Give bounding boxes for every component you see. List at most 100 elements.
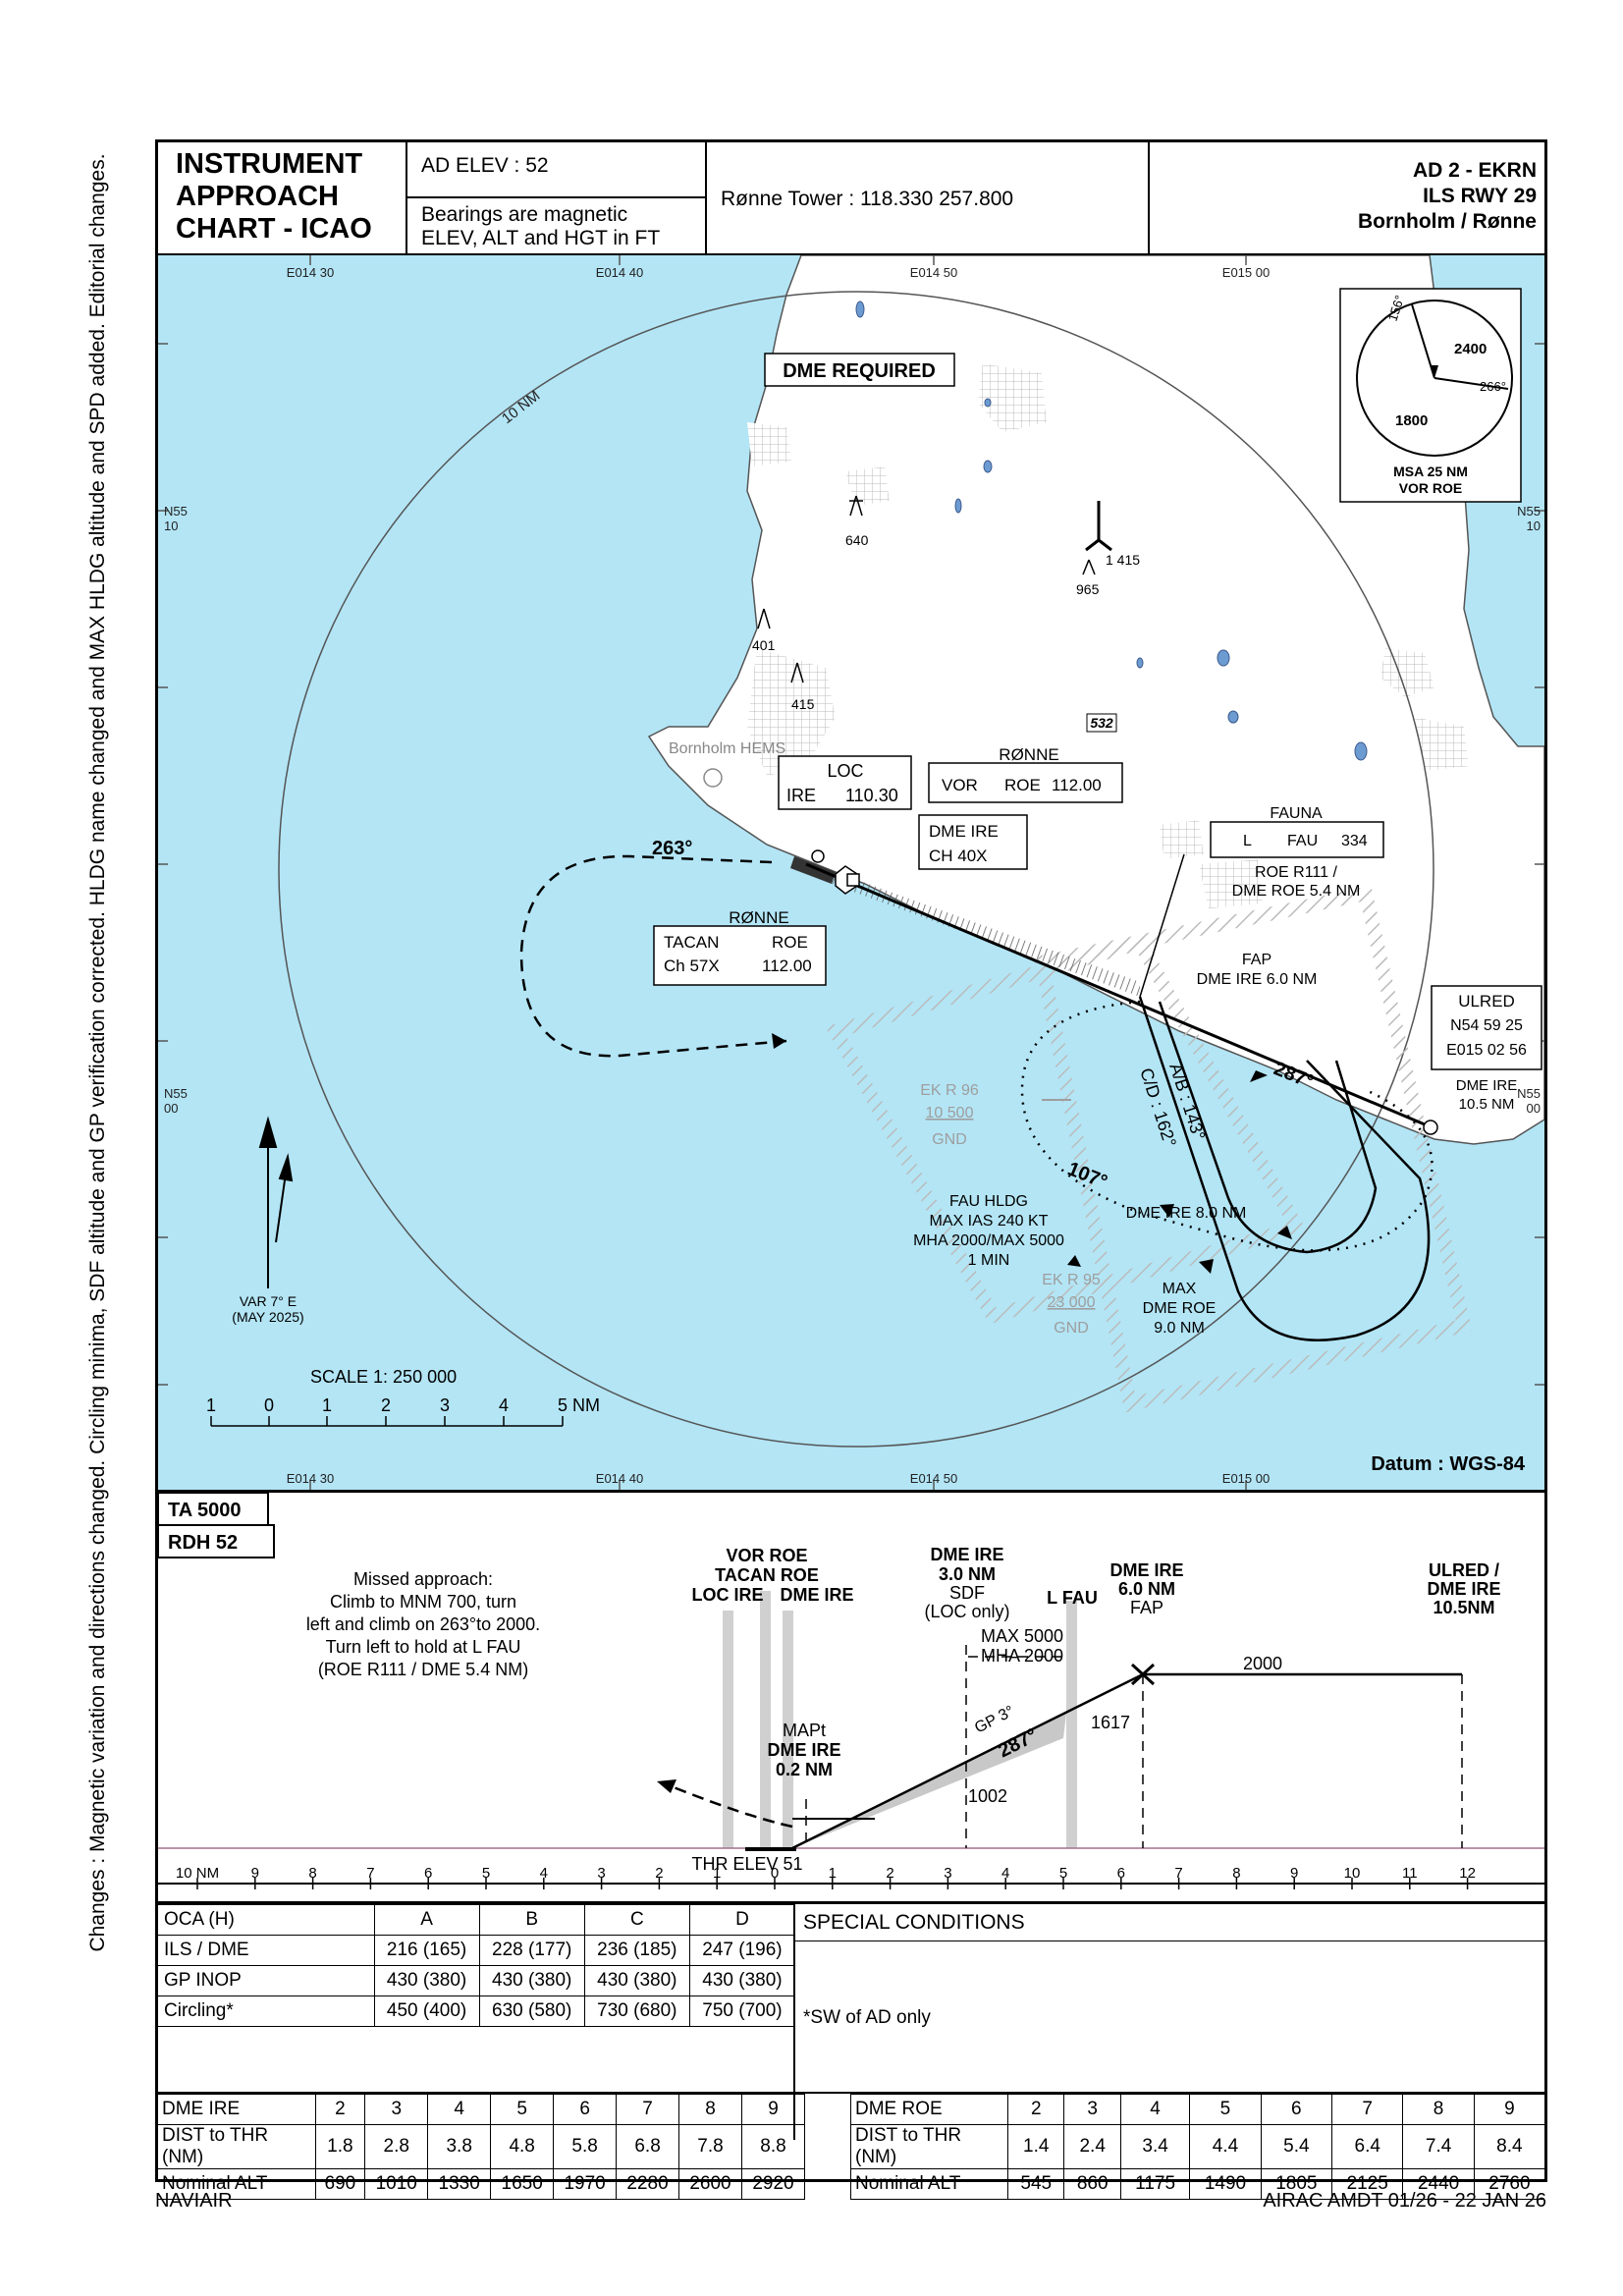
- dme-cell: 4.4: [1189, 2124, 1262, 2169]
- fauna-fix2: DME ROE 5.4 NM: [1232, 883, 1361, 900]
- axis-tick-label: 2: [886, 1865, 893, 1882]
- header: INSTRUMENT APPROACH CHART - ICAO AD ELEV…: [158, 142, 1544, 255]
- var-line2: (MAY 2025): [232, 1309, 303, 1325]
- ulred-lon: E015 02 56: [1446, 1042, 1527, 1059]
- axis-tick-label: 4: [540, 1865, 548, 1882]
- title-line-2: APPROACH: [176, 181, 339, 212]
- loc-freq: 110.30: [845, 786, 898, 805]
- max-roe-line1: MAX: [1163, 1281, 1197, 1297]
- dme-cell: 9: [1473, 2094, 1544, 2125]
- ekr96-name: EK R 96: [920, 1082, 979, 1099]
- dme-cell: 2: [314, 2094, 366, 2125]
- max-roe-text: MAX DME ROE 9.0 NM: [1143, 1281, 1217, 1337]
- town-hasle: [747, 422, 791, 466]
- minima-cell: 430 (380): [478, 1965, 585, 1996]
- dme-cell: 7.8: [678, 2124, 742, 2169]
- ekr96-label: EK R 96 10 500 GND: [920, 1082, 979, 1148]
- datum: Datum : WGS-84: [1371, 1453, 1526, 1475]
- fix-dashes: [805, 1645, 1463, 1848]
- fauna-fix1: ROE R111 /: [1255, 864, 1337, 881]
- aerodrome-cell: AD 2 - EKRN ILS RWY 29 Bornholm / Rønne: [1150, 142, 1537, 269]
- minima-cell: 730 (680): [583, 1995, 690, 2027]
- loc-box: LOC IRE 110.30: [778, 755, 912, 810]
- alt-1617: 1617: [1091, 1713, 1130, 1732]
- tower-cell: Rønne Tower : 118.330 257.800: [707, 142, 1150, 253]
- table-row: ILS / DME 216 (165) 228 (177) 236 (185) …: [158, 1935, 796, 1966]
- ulred-lat: N54 59 25: [1450, 1017, 1523, 1034]
- footer-amendment: AIRAC AMDT 01/26 - 22 JAN 26: [1263, 2190, 1546, 2212]
- obstacle-640: 640: [845, 532, 869, 548]
- scale-tick-1: 1: [206, 1395, 216, 1415]
- dme-ire-line1: DME IRE: [929, 822, 999, 841]
- missed-profile-arrow: [657, 1779, 676, 1793]
- obstacle-965: 965: [1076, 581, 1100, 597]
- dme-cell: 8.4: [1473, 2124, 1544, 2169]
- dme-cell: 1805: [1260, 2168, 1333, 2200]
- axis-tick-label: 3: [597, 1865, 605, 1882]
- missed-line4: Turn left to hold at L FAU: [326, 1637, 521, 1657]
- minima-head-1: A: [373, 1904, 480, 1936]
- minima-head-2: B: [478, 1904, 585, 1936]
- dme-cell: 1.8: [314, 2124, 366, 2169]
- scale-tick-6: 4: [499, 1395, 509, 1415]
- grid-bottom-1: E014 30: [287, 1471, 334, 1486]
- sdf-line3: SDF: [949, 1583, 985, 1603]
- lat-left-1b: 10: [164, 519, 178, 533]
- town-aakirkeby: [1199, 859, 1263, 908]
- fap-line1: DME IRE: [1109, 1560, 1183, 1580]
- minima-head-3: C: [583, 1904, 690, 1936]
- hold-line2: MAX IAS 240 KT: [930, 1213, 1049, 1230]
- missed-line5: (ROE R111 / DME 5.4 NM): [318, 1660, 528, 1679]
- axis-tick-label: 8: [1232, 1865, 1240, 1882]
- minima-header-row: OCA (H) A B C D: [158, 1904, 796, 1936]
- axis-tick-label: 1: [829, 1865, 837, 1882]
- dme-cell: 4.8: [490, 2124, 555, 2169]
- dme-cell: 4: [427, 2094, 492, 2125]
- axis-tick-label: 6: [424, 1865, 432, 1882]
- aerodrome-name: Bornholm / Rønne: [1358, 210, 1537, 233]
- dme-cell: 1.4: [1006, 2124, 1065, 2169]
- title-line-1: INSTRUMENT: [176, 148, 363, 180]
- obstacles: [757, 495, 1117, 733]
- axis-tick-label: 7: [1174, 1865, 1182, 1882]
- lat-right-1b: 10: [1527, 519, 1541, 533]
- ta-label: TA 5000: [168, 1500, 241, 1521]
- dme-cell: 2760: [1473, 2168, 1544, 2200]
- minima-cell: 430 (380): [688, 1965, 796, 1996]
- mha-2000: MHA 2000: [981, 1646, 1063, 1666]
- loc-ire-label: LOC IRE: [691, 1585, 763, 1605]
- fap-cross: [1130, 1663, 1156, 1686]
- dme-roe-head: DME ROE: [850, 2094, 1008, 2125]
- gp-label: GP 3°: [972, 1703, 1017, 1736]
- dme-cell: 2280: [616, 2168, 680, 2200]
- lat-right-2b: 00: [1527, 1101, 1541, 1116]
- minima-cell: 236 (185): [583, 1935, 690, 1966]
- max-5000: MAX 5000: [981, 1626, 1063, 1646]
- axis-tick-label: 11: [1402, 1865, 1418, 1882]
- hold-outbound: [1138, 996, 1431, 1341]
- scale-tick-5: 3: [440, 1395, 450, 1415]
- fauna-ident: FAU: [1287, 833, 1318, 849]
- msa-alt-north: 2400: [1454, 341, 1487, 357]
- special-note: *SW of AD only: [803, 2007, 931, 2028]
- loc-name: LOC: [827, 761, 863, 781]
- grid-top-4: E015 00: [1222, 265, 1270, 280]
- axis-tick-label: 7: [366, 1865, 374, 1882]
- town-north: [978, 363, 1047, 432]
- vor-box: RØNNE VOR ROE 112.00: [928, 745, 1123, 803]
- fauna-line: [1139, 853, 1185, 998]
- plan-profile-divider: [158, 1490, 1544, 1493]
- fauna-name: FAUNA: [1270, 805, 1323, 822]
- scale-tick-7: 5: [558, 1395, 568, 1415]
- missed-line3: left and climb on 263°to 2000.: [306, 1614, 540, 1634]
- vor-freq: 112.00: [1052, 776, 1102, 794]
- lakes: [855, 301, 1368, 761]
- dme-cell: 6: [1260, 2094, 1333, 2125]
- rdh-box: [157, 1524, 275, 1558]
- lat-right-1a: N55: [1517, 504, 1541, 519]
- vor-type: VOR: [942, 776, 978, 794]
- lat-left-2a: N55: [164, 1086, 188, 1101]
- grid-bottom-2: E014 40: [596, 1471, 643, 1486]
